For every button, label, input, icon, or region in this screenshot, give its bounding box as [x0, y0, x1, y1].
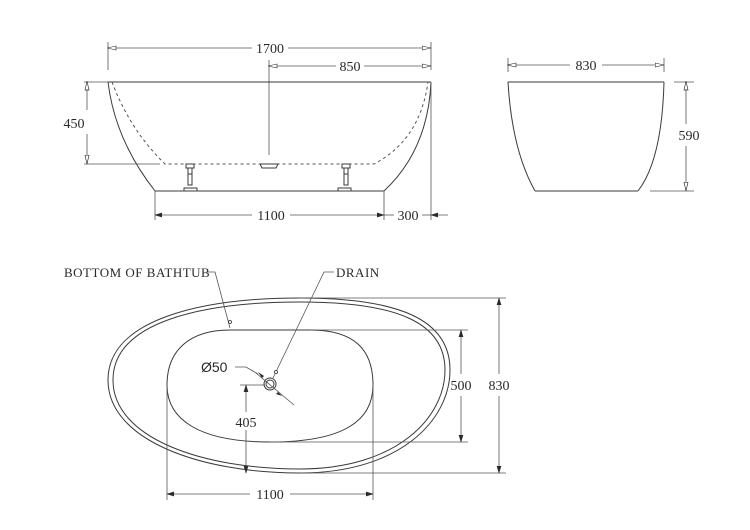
dimension-inner-width: 500 — [270, 329, 472, 443]
drain-symbol — [255, 372, 295, 406]
top-view: BOTTOM OF BATHTUB DRAIN Ø50 405 50 — [64, 265, 510, 503]
dim-1700: 1700 — [256, 42, 284, 57]
label-bottom-of-bathtub: BOTTOM OF BATHTUB — [64, 265, 232, 329]
dim-450: 450 — [64, 117, 85, 132]
dimension-base-length: 1100 300 — [154, 82, 448, 224]
dimension-overall-length: 1700 — [108, 42, 432, 70]
dimension-width: 830 — [508, 58, 665, 74]
dimension-inner-depth: 450 — [64, 82, 160, 165]
tub-end-outline — [507, 81, 665, 192]
basin-bottom — [166, 329, 374, 443]
dimension-top-base-length: 1100 — [166, 385, 374, 503]
dimension-drain-diameter: Ø50 — [201, 359, 259, 375]
dim-1100-top: 1100 — [256, 488, 283, 503]
rim-inner — [112, 301, 446, 470]
leg-left — [183, 163, 198, 192]
bottom-label: BOTTOM OF BATHTUB — [64, 265, 210, 280]
side-view: 1700 850 — [64, 42, 448, 224]
dim-1100-side: 1100 — [257, 209, 284, 224]
dimension-height: 590 — [650, 82, 700, 192]
tub-side-outline — [107, 81, 432, 192]
label-drain: DRAIN — [272, 265, 380, 379]
leg-right — [337, 163, 352, 192]
dim-590: 590 — [679, 129, 700, 144]
dim-500: 500 — [451, 379, 472, 394]
dim-diameter-50: Ø50 — [201, 359, 228, 375]
dim-850: 850 — [340, 60, 361, 75]
dim-830-end: 830 — [576, 59, 597, 74]
rim-outer — [107, 297, 451, 474]
dimension-half-length: 850 — [269, 60, 431, 155]
drain-fitting — [259, 163, 279, 169]
dimension-drain-offset: 405 — [236, 384, 265, 474]
dimension-overall-width: 830 — [300, 297, 510, 474]
dim-300: 300 — [398, 209, 419, 224]
end-view: 830 590 — [507, 58, 700, 192]
dim-405: 405 — [236, 416, 257, 431]
drain-label: DRAIN — [336, 265, 380, 280]
dim-830-top: 830 — [489, 379, 510, 394]
